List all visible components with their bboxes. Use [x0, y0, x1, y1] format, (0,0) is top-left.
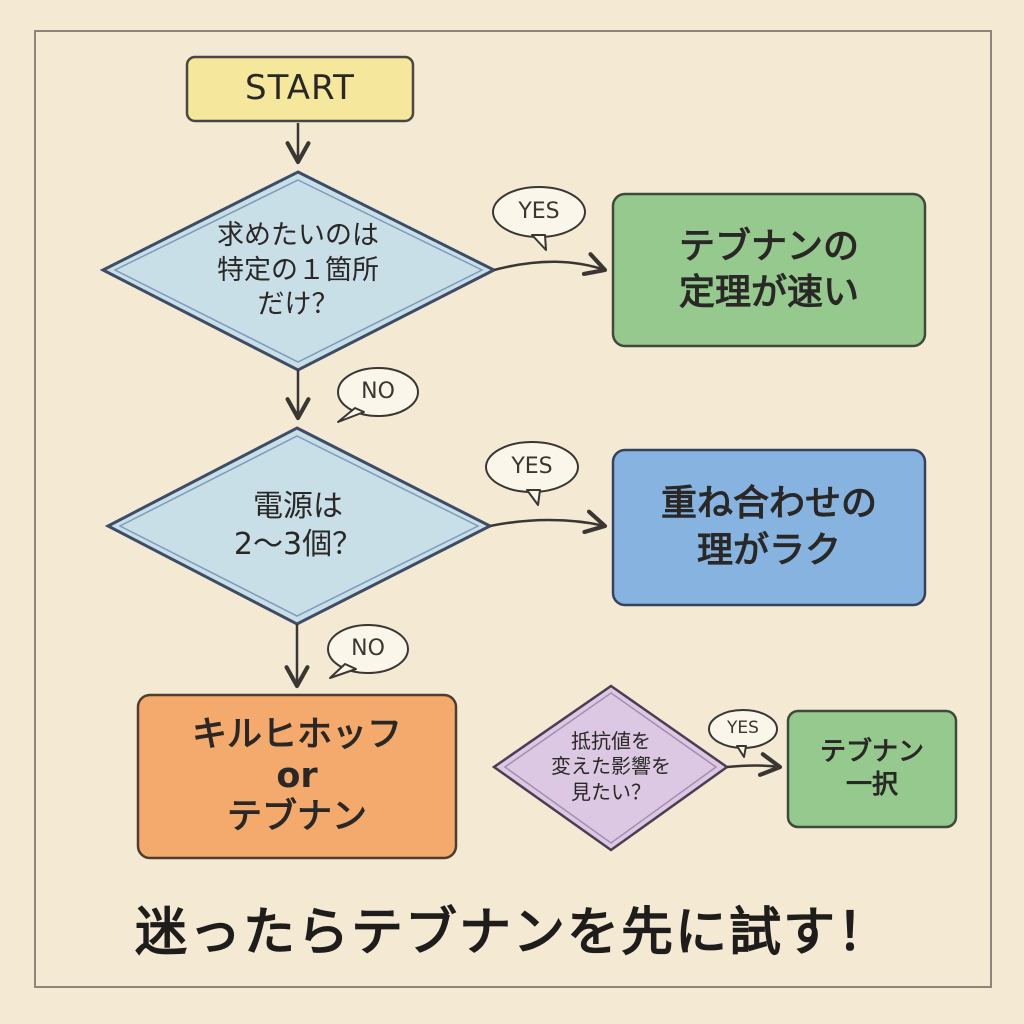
arrow-q2-yes: [489, 509, 608, 535]
edge-q1-yes-label: YES: [518, 198, 560, 224]
edge-q3-yes-label: YES: [727, 718, 759, 739]
decision-3-label: 抵抗値を 変えた影響を 見たい？: [551, 728, 671, 804]
start-box: [185, 55, 415, 123]
edge-q1-no-label: NO: [361, 378, 395, 404]
result-box-green-small: [786, 709, 958, 829]
summary-caption: 迷ったらテブナンを先に試す！: [134, 902, 891, 963]
bubble-q1-no: [337, 367, 419, 423]
result-box-blue: [611, 448, 927, 607]
result-orange-label: キルヒホッフ or テブナン: [191, 714, 402, 838]
result-green-small-label: テブナン 一択: [819, 736, 924, 800]
arrow-q3-yes: [726, 752, 783, 777]
bubble-q1-yes: [492, 186, 586, 251]
diagram-frame: [34, 30, 992, 988]
edge-q2-yes-label: YES: [511, 453, 553, 479]
result-green-label: テブナンの 定理が速い: [678, 225, 859, 313]
edge-q2-no-label: NO: [351, 635, 385, 661]
decision-2-label: 電源は 2〜3個？: [233, 488, 363, 562]
start-label: START: [245, 68, 355, 109]
bubble-q3-yes: [708, 709, 778, 758]
result-box-orange: [136, 693, 458, 860]
bubble-q2-yes: [485, 441, 579, 506]
decision-diamond-3: [491, 684, 730, 852]
result-box-green: [611, 192, 927, 348]
result-blue-label: 重ね合わせの 理がラク: [660, 483, 877, 571]
bubble-q2-no: [327, 624, 409, 679]
arrow-q1-yes: [493, 252, 608, 277]
decision-1-label: 求めたいのは 特定の１箇所 だけ？: [217, 220, 379, 321]
